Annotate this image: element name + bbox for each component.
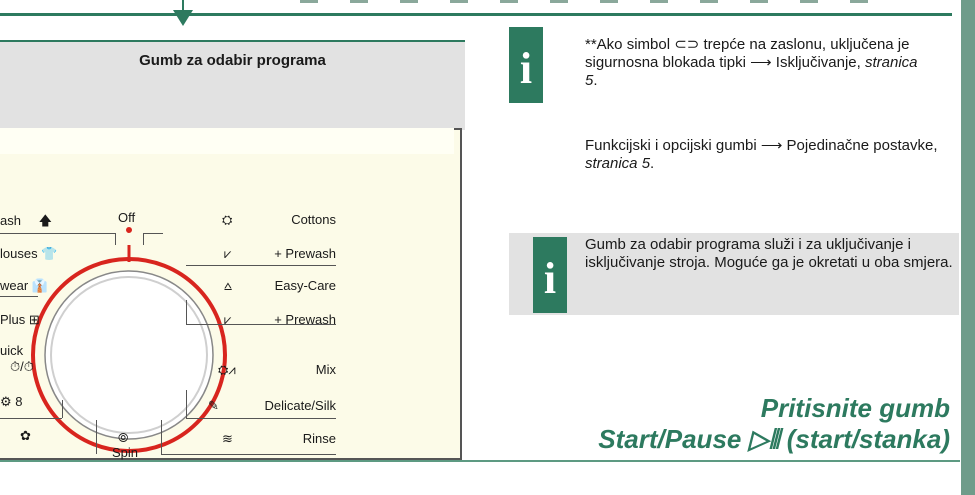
dial-right-program: Delicate/Silk (264, 398, 336, 413)
connector-line (161, 454, 336, 455)
program-dial-svg (31, 227, 227, 453)
plus-icon: ⊞ (28, 312, 40, 327)
info-icon: i (509, 27, 543, 103)
quick-timer-icon: ⏱/⏱ (10, 359, 34, 374)
dial-right-program: Mix (315, 362, 336, 377)
top-rule-dash (300, 0, 318, 3)
top-rule-dash (800, 0, 818, 3)
top-rule-dash (850, 0, 868, 3)
connector-line (143, 233, 163, 234)
header-box (0, 40, 465, 130)
dial-left-program: Plus ⊞ (0, 312, 40, 327)
info-icon: i (533, 237, 567, 313)
connector-line (0, 233, 115, 234)
jacket-icon: 👔 (31, 278, 48, 293)
program-selector-knob[interactable] (44, 270, 214, 440)
spin-icon: ⦾ (118, 430, 129, 445)
connector-line (115, 233, 116, 245)
cottons-icon: ⛭ (222, 212, 233, 227)
top-rule-dash (550, 0, 568, 3)
shirt-icon: 👕 (41, 246, 58, 261)
connector-line (143, 233, 144, 245)
rinse-icon: ≋ (222, 431, 233, 446)
sport-icons: ⚙ 8 (0, 394, 23, 409)
dial-right-program: Easy-Care (274, 278, 336, 293)
start-pause-instruction: Pritisnite gumb Start/Pause ▷⫴ (start/st… (500, 393, 950, 455)
mix-icon: ⛭⩘ (218, 362, 236, 377)
connector-line (186, 418, 336, 419)
bottom-rule (0, 460, 960, 462)
prewash-icon: ⩗ (224, 246, 232, 261)
dial-label-off: Off (118, 210, 136, 225)
page-title: Gumb za odabir programa (139, 52, 326, 69)
page-ref: stranica 5 (585, 155, 651, 172)
top-rule-dash (450, 0, 468, 3)
pointer-arrow-icon (173, 10, 193, 26)
easy-care-icon: ⩟ (224, 278, 232, 293)
connector-line (186, 390, 187, 418)
connector-line (0, 296, 38, 297)
page-edge-bar (961, 0, 975, 495)
dial-left-program: wear 👔 (0, 278, 48, 293)
prewash-icon: ⩗ (224, 312, 232, 327)
top-rule-dash (350, 0, 368, 3)
pointer-arrow-stem (182, 0, 184, 10)
dial-left-program: ash 🡅 (0, 213, 52, 228)
wool-icon: ✿ (20, 428, 31, 443)
buttons-note: Funkcijski i opcijski gumbi ⟶ Pojedinačn… (585, 137, 938, 172)
dial-left-program: uick (0, 343, 24, 358)
top-rule-dash (500, 0, 518, 3)
key-lock-note: **Ako simbol ⊂⊃ trepće na zaslonu, uklju… (585, 36, 918, 89)
instruction-line: Start/Pause ▷⫴ (start/stanka) (598, 424, 950, 454)
top-rule (0, 0, 952, 16)
dial-right-program: Cottons (291, 212, 336, 227)
dial-right-program: Rinse (302, 431, 336, 446)
connector-line (161, 420, 162, 454)
program-icon: 🡅 (38, 213, 52, 228)
dial-panel-top (0, 128, 454, 154)
dial-inner-ring (50, 276, 208, 434)
dial-right-program: + Prewash (274, 246, 336, 261)
dial-left-program: louses 👕 (0, 246, 58, 261)
top-rule-dash (400, 0, 418, 3)
connector-line (62, 400, 63, 418)
connector-line (186, 300, 187, 324)
dial-off-dot (126, 227, 132, 233)
dial-right-program: + Prewash (274, 312, 336, 327)
connector-line (186, 324, 336, 325)
dial-label-spin: Spin (112, 445, 139, 460)
page-ref: stranica 5 (585, 54, 918, 89)
top-rule-dash (700, 0, 718, 3)
connector-line (186, 265, 336, 266)
top-rule-dash (650, 0, 668, 3)
top-rule-dash (750, 0, 768, 3)
top-rule-dash (600, 0, 618, 3)
connector-line (96, 420, 97, 454)
dial-usage-note: Gumb za odabir programa služi i za uklju… (585, 236, 953, 271)
instruction-line: Pritisnite gumb (760, 393, 950, 423)
info-box (509, 233, 959, 315)
delicate-icon: ✎ (208, 398, 219, 413)
connector-line (0, 418, 62, 419)
